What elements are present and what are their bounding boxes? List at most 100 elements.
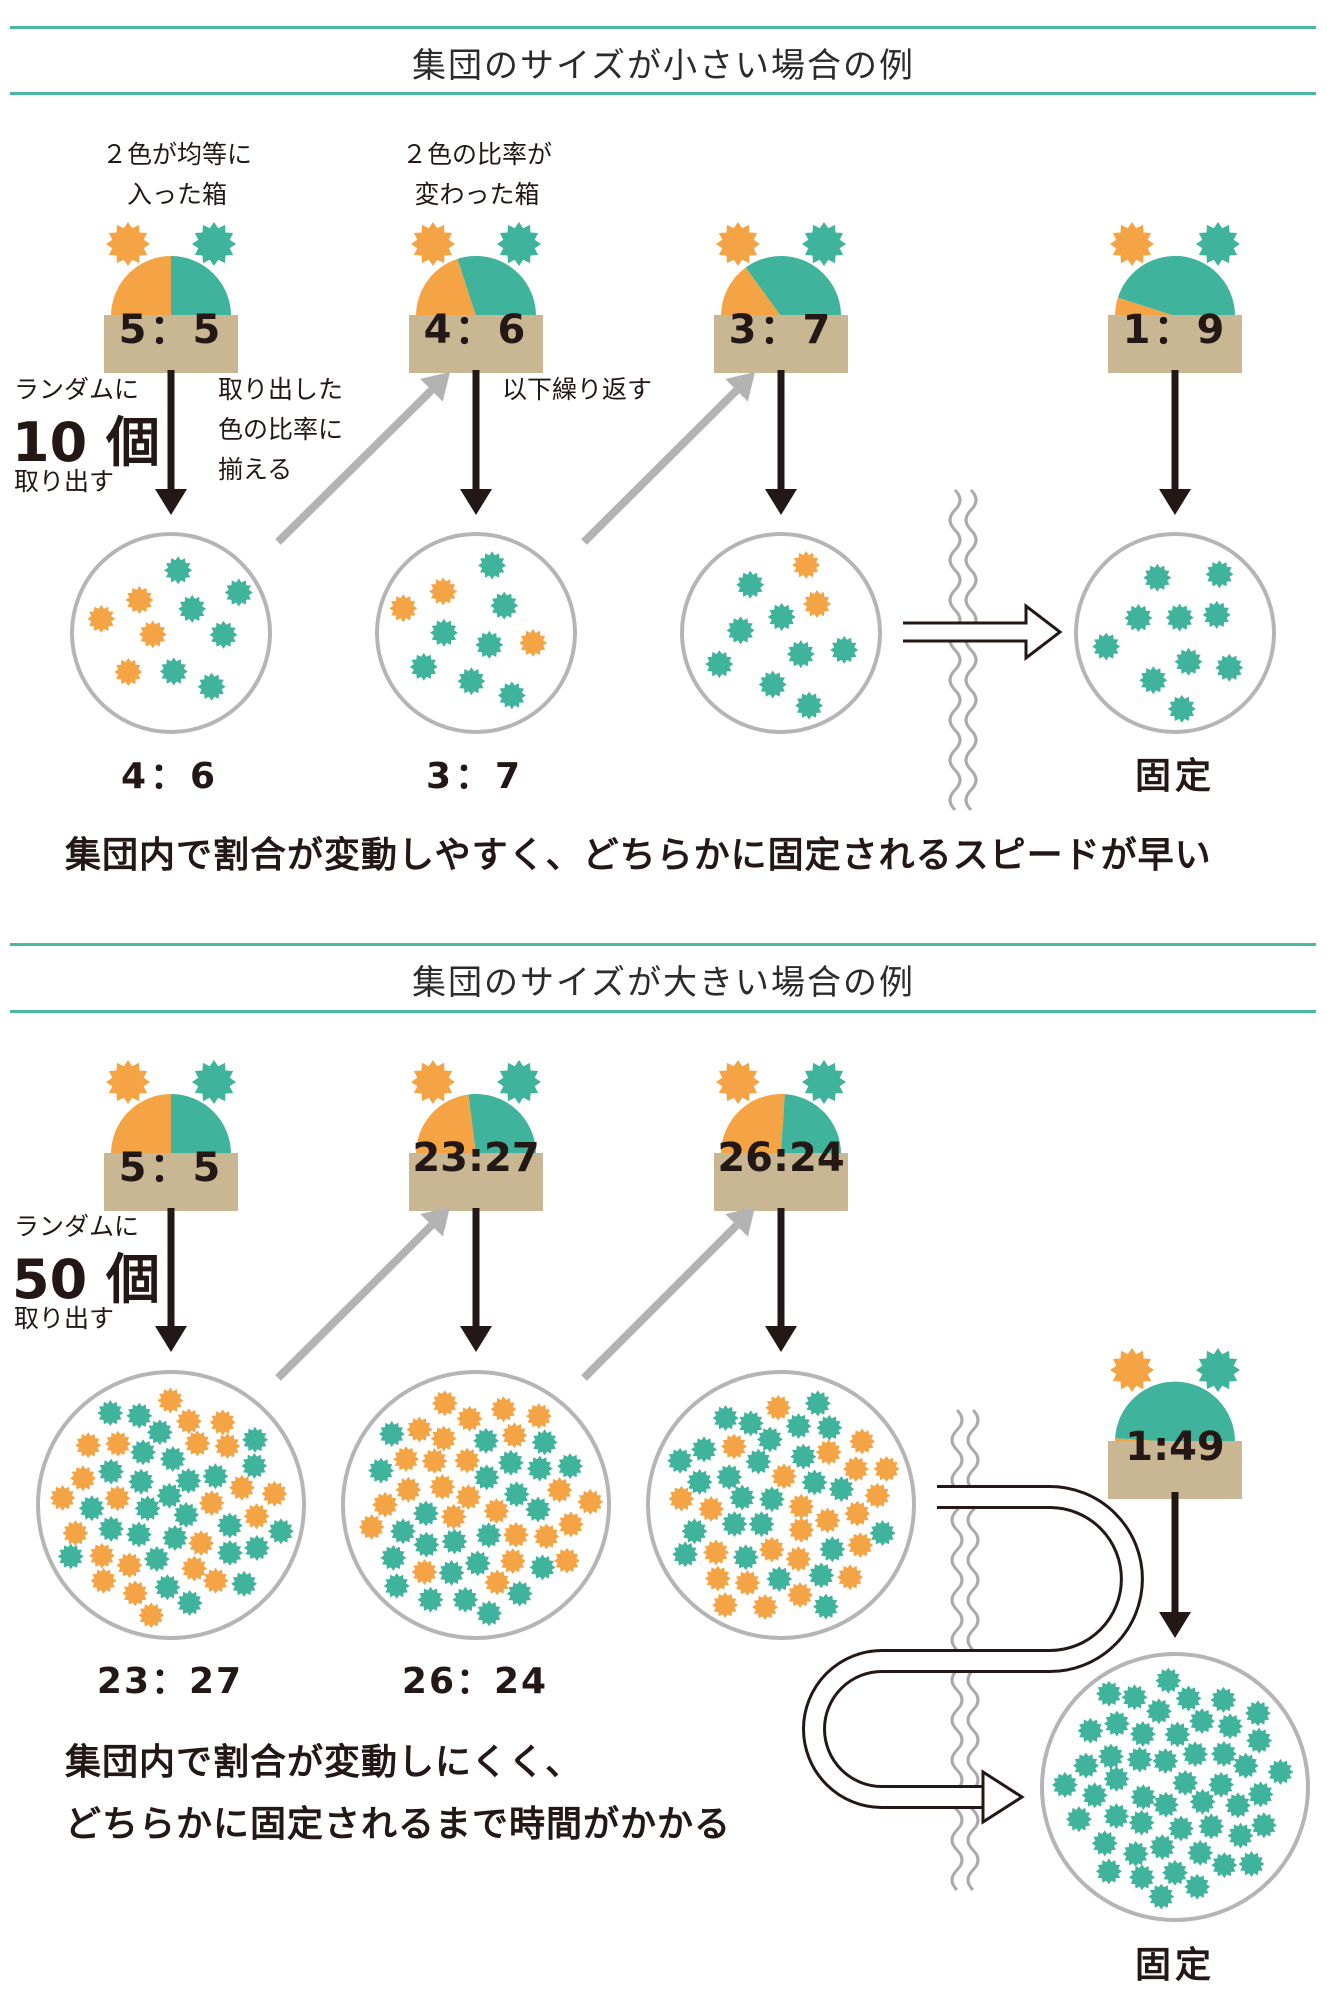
teal-token — [529, 1554, 556, 1581]
orange-token — [577, 1488, 604, 1515]
down-arrow-head — [460, 1326, 492, 1352]
teal-token — [1092, 632, 1121, 661]
dome-orange — [721, 267, 781, 316]
orange-token — [184, 1430, 211, 1457]
orange-token — [198, 1490, 225, 1517]
orange-token — [395, 1476, 422, 1503]
down-arrow-head — [460, 489, 492, 515]
teal-token — [1250, 1812, 1277, 1839]
teal-token — [216, 1512, 243, 1539]
orange-token — [114, 658, 143, 686]
orange-token — [440, 1503, 467, 1530]
long-path-arrow-head — [981, 1769, 1025, 1825]
teal-token — [1187, 1839, 1214, 1866]
teal-token — [802, 1060, 846, 1104]
orange-token — [864, 1482, 891, 1509]
teal-token — [812, 1593, 839, 1620]
orange-token — [787, 1582, 813, 1608]
teal-token — [1164, 1721, 1191, 1748]
teal-token — [475, 1522, 502, 1549]
dome-teal — [171, 256, 231, 316]
orange-token — [429, 1473, 456, 1500]
teal-token — [1148, 1883, 1175, 1910]
teal-token — [1232, 1752, 1259, 1779]
teal-token — [378, 1421, 405, 1447]
teal-token — [162, 1524, 188, 1551]
teal-token — [816, 1414, 843, 1441]
orange-token — [90, 1567, 117, 1594]
teal-token — [758, 1486, 785, 1513]
teal-token — [686, 1469, 713, 1495]
teal-token — [1227, 1822, 1254, 1849]
dome-orange — [1115, 297, 1175, 316]
orange-token — [752, 1594, 779, 1621]
teal-token — [1196, 1348, 1240, 1392]
teal-token — [473, 1427, 499, 1454]
orange-token — [490, 1396, 517, 1423]
orange-token — [837, 1564, 864, 1591]
teal-token — [1165, 603, 1194, 632]
teal-token — [154, 1574, 181, 1601]
orange-token — [393, 1446, 419, 1473]
orange-token — [209, 1409, 236, 1436]
teal-token — [557, 1453, 584, 1480]
orange-token — [814, 1507, 841, 1534]
teal-token — [390, 1518, 416, 1545]
orange-token — [765, 1394, 792, 1421]
orange-token — [228, 1474, 255, 1501]
box-caption-equal: ２色が均等に 入った箱 — [101, 140, 252, 209]
dome-teal — [1115, 1381, 1236, 1442]
teal-token — [1168, 1815, 1194, 1842]
orange-token — [519, 628, 548, 657]
time-break-line — [964, 488, 978, 812]
teal-token — [758, 670, 787, 699]
teal-token — [808, 1562, 835, 1589]
teal-token — [1246, 1727, 1273, 1754]
teal-token — [490, 591, 519, 620]
teal-token — [473, 1464, 500, 1491]
orange-token — [181, 1555, 208, 1582]
orange-token — [703, 1539, 729, 1566]
orange-token — [87, 604, 116, 633]
down-arrow-head — [155, 1326, 187, 1352]
orange-token — [546, 1477, 573, 1503]
orange-token — [202, 1567, 229, 1594]
result-ratio: 4：6 — [120, 756, 220, 797]
teal-token — [478, 551, 507, 580]
teal-token — [143, 1546, 170, 1572]
result-fixed: 固定 — [1134, 756, 1215, 797]
teal-token — [712, 1405, 739, 1431]
teal-token — [209, 620, 238, 649]
teal-token — [224, 578, 253, 607]
feedback-arrow — [275, 387, 435, 545]
orange-token — [411, 1559, 438, 1585]
teal-token — [409, 652, 438, 681]
box-ratio-label: 23:27 — [412, 1135, 540, 1181]
down-arrow-head — [1159, 489, 1191, 515]
dome-teal — [468, 1094, 536, 1154]
feedback-arrow-head — [420, 372, 450, 402]
teal-token — [737, 1410, 764, 1437]
orange-token — [533, 1523, 560, 1550]
dome-teal — [457, 255, 536, 316]
teal-token — [497, 222, 541, 266]
teal-token — [1051, 1771, 1078, 1798]
teal-token — [1129, 1721, 1156, 1747]
teal-token — [438, 1559, 465, 1586]
teal-token — [736, 570, 765, 599]
dome-orange — [111, 256, 171, 316]
box-ratio-label: 5：5 — [118, 1145, 224, 1191]
teal-token — [475, 630, 504, 659]
teal-token — [1184, 1873, 1211, 1900]
teal-token — [716, 1464, 743, 1491]
orange-token — [716, 1060, 760, 1104]
teal-token — [1175, 1685, 1202, 1712]
teal-token — [412, 1500, 439, 1527]
orange-token — [847, 1532, 874, 1559]
teal-token — [503, 1481, 530, 1508]
ratio-box — [104, 1153, 238, 1211]
teal-token — [1210, 1686, 1237, 1713]
teal-token — [383, 1572, 410, 1599]
teal-token — [1095, 1858, 1122, 1885]
orange-token — [721, 1433, 747, 1460]
